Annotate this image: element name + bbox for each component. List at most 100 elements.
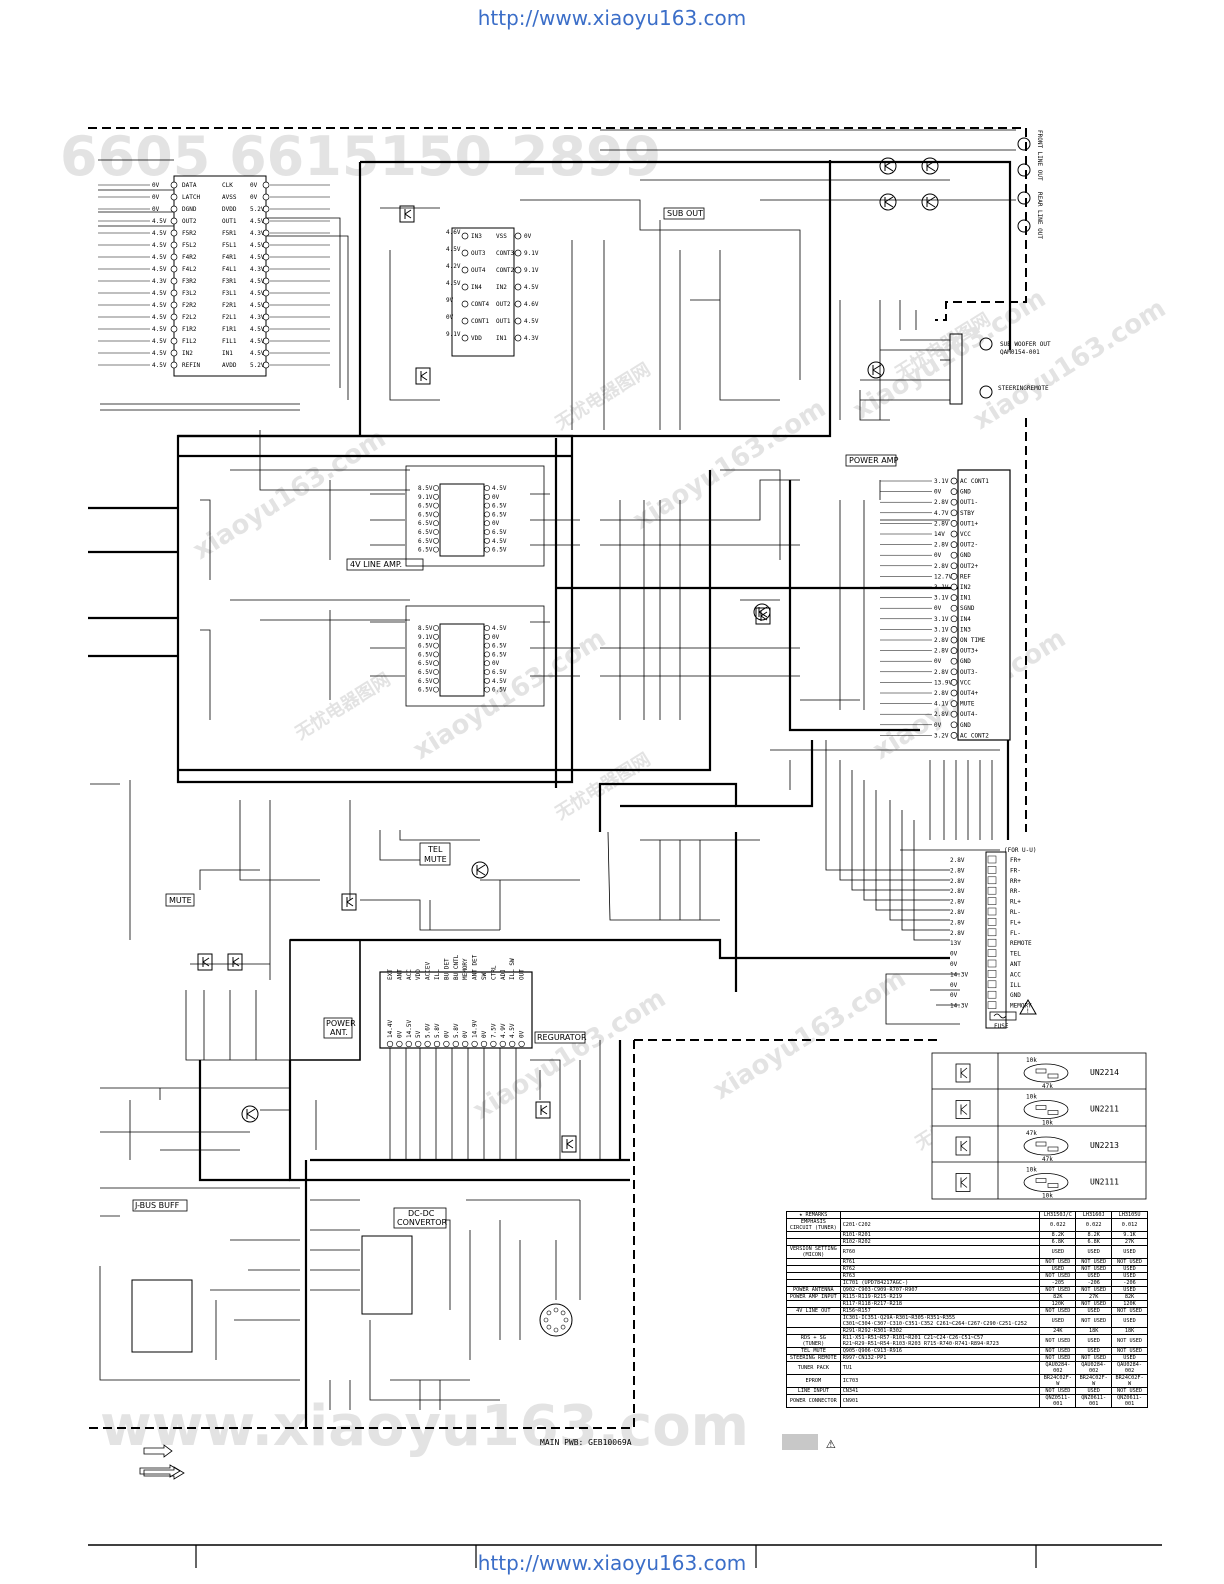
remarks-value: NOT USED: [1075, 1354, 1113, 1362]
source-url-bottom[interactable]: http://www.xiaoyu163.com: [477, 1551, 747, 1575]
transistor-symbol: [879, 193, 897, 211]
power-amp-pin-dot: [950, 520, 958, 527]
eq-left-pin-volt: 0V: [152, 206, 160, 213]
power-amp-pin-volt: 2.8V: [934, 499, 949, 506]
eq-left-pin-volt: 4.5V: [152, 362, 167, 369]
din-pin: [553, 1327, 559, 1333]
remarks-parts: CN341: [839, 1387, 1041, 1395]
connector-pin-name: FR-: [1010, 867, 1021, 874]
remarks-category: [786, 1300, 841, 1308]
eq-left-pin-name: F5R2: [182, 230, 197, 237]
connector-pin-volt: 14.3V: [950, 1003, 968, 1010]
regulator-pin-name: BU CNTL: [453, 954, 460, 980]
source-url-top[interactable]: http://www.xiaoyu163.com: [477, 6, 747, 30]
eq-left-pin-name: F1R2: [182, 326, 197, 333]
line-amp-left-volt: 6.5V: [418, 538, 433, 545]
transistor-leads: [246, 1108, 256, 1120]
transistor-symbol: [879, 157, 897, 175]
line-amp-left-pin: [433, 529, 439, 535]
board-outline: [88, 127, 1027, 1429]
remarks-value: USED: [1111, 1286, 1148, 1294]
connector-pin-box: [987, 918, 997, 926]
regulator-pin-name: EXT: [387, 969, 394, 980]
eq-left-pin-dot: [170, 181, 178, 189]
line-amp-right-pin: [484, 485, 490, 491]
eq-left-pin-name: F1L2: [182, 338, 197, 345]
eq-right-pin-volt: 0V: [250, 194, 258, 201]
line-amp-right-volt: 0V: [492, 520, 500, 527]
eq-left-pin-dot: [170, 253, 178, 261]
sub-left-pin-dot: [461, 283, 469, 291]
eq-left-pin-volt: 4.5V: [152, 326, 167, 333]
power-amp-pin-name: OUT3+: [960, 648, 978, 655]
transistor-leads: [884, 160, 894, 172]
remarks-category: POWER ANTENNA: [786, 1286, 841, 1294]
regulator-pin-volt: 0V: [396, 1030, 403, 1038]
regulator-pin-volt: 4.5V: [509, 1023, 516, 1038]
sub-left-pin-volt: 9V: [446, 297, 454, 304]
sub-right-pin-name: OUT2: [496, 301, 511, 308]
connector-pin-volt: 13V: [950, 940, 961, 947]
eq-left-pin-volt: 4.5V: [152, 302, 167, 309]
line-amp-left-pin: [433, 660, 439, 667]
digital-transistor-leads: [566, 1139, 574, 1149]
regulator-pin-volt: 7.5V: [490, 1023, 497, 1038]
line-amp-right-pin: [484, 546, 490, 553]
connector-pin-name: FL-: [1010, 930, 1021, 937]
remarks-category: [786, 1314, 841, 1328]
remarks-value: QNZ0511-001: [1039, 1394, 1077, 1408]
sub-right-pin-dot: [514, 266, 522, 274]
connector-pin-name: REMOTE: [1010, 940, 1032, 947]
connector-pin-volt: 2.8V: [950, 909, 965, 916]
regulator-pin-dot: [471, 1040, 478, 1048]
power-amp-pin-dot: [950, 615, 958, 623]
eq-right-pin-volt: 0V: [250, 182, 258, 189]
regulator-pin-volt: 14.4V: [387, 1020, 394, 1038]
line-amp-right-pin: [484, 686, 490, 693]
digital-transistor-box: [755, 607, 771, 625]
eq-right-pin-dot: [262, 181, 270, 189]
power-amp-pin-name: AC CONT2: [960, 732, 989, 739]
remarks-value: USED: [1075, 1307, 1113, 1315]
power-amp-pin-volt: 3.2V: [934, 732, 949, 739]
eq-right-pin-name: AVSS: [222, 194, 237, 201]
warning-icon: [1019, 998, 1037, 1015]
block-labels: SUB OUT POWER AMP 4V LINE AMP. TEL MUTE …: [132, 207, 899, 1229]
eq-left-pin-name: DGND: [182, 206, 197, 213]
remarks-value: USED: [1075, 1272, 1113, 1280]
line-amp-right-pin: [484, 625, 490, 631]
eq-left-pin-dot: [170, 205, 178, 213]
remarks-parts: R761: [839, 1258, 1041, 1266]
remarks-value: 8.2K: [1039, 1231, 1077, 1239]
legend-resistor-2: [1047, 1110, 1059, 1115]
remarks-value: NOT USED: [1039, 1307, 1077, 1315]
remarks-category: [786, 1265, 841, 1273]
power-amp-pin-name: VCC: [960, 679, 971, 686]
eq-right-pin-name: F3L1: [222, 290, 237, 297]
eq-right-pin-volt: 4.5V: [250, 338, 265, 345]
eq-left-pin-dot: [170, 289, 178, 297]
sub-left-pin-dot: [461, 266, 469, 274]
regulator-pin-volt: 5.8V: [434, 1023, 441, 1038]
remarks-category: EPROM: [786, 1374, 841, 1388]
din-pin: [546, 1324, 552, 1330]
eq-right-pin-name: OUT1: [222, 218, 237, 225]
eq-left-pin-volt: 0V: [152, 194, 160, 201]
remarks-value: QAU0284-002: [1039, 1361, 1077, 1375]
sub-right-pin-dot: [514, 283, 522, 291]
eq-left-pin-volt: 4.3V: [152, 278, 167, 285]
sub-left-pin-name: OUT3: [471, 250, 486, 257]
regulator-pin-name: ANT: [396, 969, 403, 980]
sub-left-pin-name: OUT4: [471, 267, 486, 274]
power-amp-pin-name: GND: [960, 658, 971, 665]
eq-left-pin-dot: [170, 325, 178, 333]
power-amp-pin-volt: 2.8V: [934, 637, 949, 644]
regulator-pin-dot: [452, 1040, 459, 1048]
sub-out-ic: IN34.6VOUT34.5VOUT44.2VIN44.5VCONT49VCON…: [446, 227, 539, 357]
tel-mute-label-2: MUTE: [424, 855, 447, 864]
